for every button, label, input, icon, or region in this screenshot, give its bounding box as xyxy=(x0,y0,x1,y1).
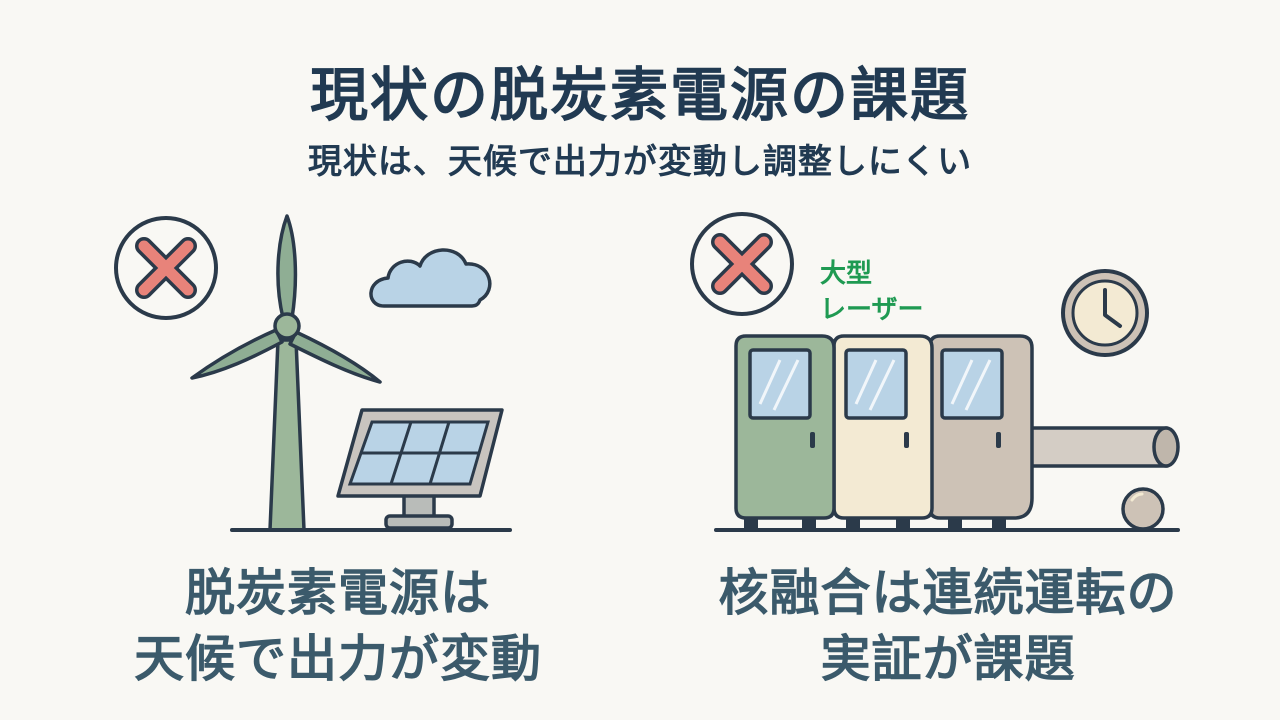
right-caption-line1: 核融合は連続運転の xyxy=(718,564,1178,622)
cloud-icon xyxy=(369,248,492,308)
cross-mark-icon xyxy=(114,216,218,320)
laser-label-line2: レーザー xyxy=(820,295,924,325)
left-caption: 脱炭素電源は 天候で出力が変動 xyxy=(58,560,618,692)
left-caption-line1: 脱炭素電源は xyxy=(185,564,491,622)
right-caption-line2: 実証が課題 xyxy=(820,630,1076,688)
right-caption: 核融合は連続運転の 実証が課題 xyxy=(668,560,1228,692)
cross-mark-icon xyxy=(690,212,794,316)
page-subtitle: 現状は、天候で出力が変動し調整しにくい xyxy=(307,142,973,182)
laser-label-line1: 大型 xyxy=(820,259,873,289)
pipe-icon xyxy=(1018,426,1180,468)
sphere-icon xyxy=(1121,487,1165,531)
left-caption-line2: 天候で出力が変動 xyxy=(134,630,542,688)
page-title: 現状の脱炭素電源の課題 xyxy=(309,61,970,129)
clock-icon xyxy=(1061,269,1149,357)
wind-turbine-icon xyxy=(190,214,382,532)
laser-cabinet-icon xyxy=(734,334,1034,530)
laser-label: 大型 レーザー xyxy=(820,256,923,328)
solar-panel-icon xyxy=(336,408,504,530)
